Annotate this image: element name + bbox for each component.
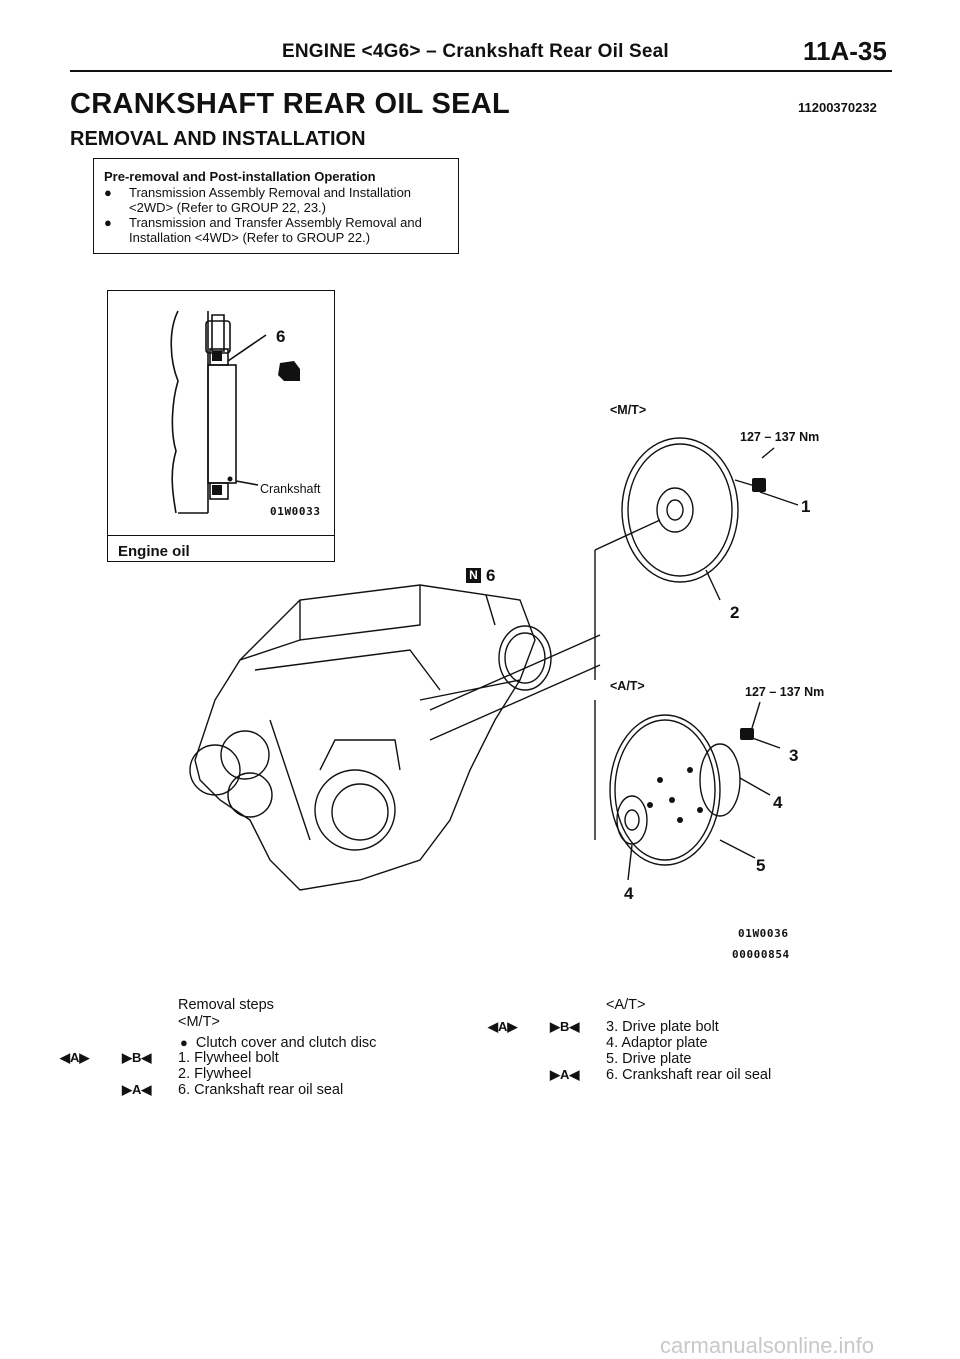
service-mark-B: ▶B◀ <box>550 1019 580 1034</box>
callout-5: 5 <box>756 856 766 875</box>
torque-at: 127 – 137 Nm <box>745 685 825 699</box>
header-rule <box>70 70 892 72</box>
step-drive-plate-bolt: 3. Drive plate bolt <box>606 1019 719 1035</box>
inset-figure-code: 01W0033 <box>270 505 321 518</box>
service-mark-B: ▶B◀ <box>122 1050 152 1065</box>
engine-oil-label: Engine oil <box>118 543 190 560</box>
step-rear-oil-seal-at: 6. Crankshaft rear oil seal <box>606 1067 772 1083</box>
bullet-icon: ● <box>180 1035 188 1050</box>
page-title: CRANKSHAFT REAR OIL SEAL <box>70 88 511 120</box>
callout-4-plate: 4 <box>624 884 634 903</box>
removal-bullet-item: ● Clutch cover and clutch disc <box>180 1035 377 1051</box>
document-code: 11200370232 <box>798 100 877 115</box>
callout-3: 3 <box>789 746 799 765</box>
crankshaft-label: Crankshaft <box>260 482 321 496</box>
mt-label: <M/T> <box>610 403 647 417</box>
pre-operation-title: Pre-removal and Post-installation Operat… <box>104 169 376 184</box>
service-mark-A: ◀A▶ <box>488 1019 518 1034</box>
callout-6: 6 <box>486 566 496 585</box>
inset-divider <box>108 535 334 536</box>
page-number: 11A-35 <box>803 36 887 66</box>
oil-seal-detail-drawing <box>170 310 300 514</box>
bullet-icon: ● <box>104 215 112 230</box>
oil-seal-detail-inset: 6 Crankshaft 01W0033 Engine oil <box>107 290 335 562</box>
figure-code-1: 01W0036 <box>738 927 789 940</box>
service-mark-A: ▶A◀ <box>550 1067 580 1082</box>
bullet-icon: ● <box>104 185 112 200</box>
inset-callout-6: 6 <box>276 327 286 346</box>
service-mark-A: ◀A▶ <box>60 1050 90 1065</box>
running-header: ENGINE <4G6> – Crankshaft Rear Oil Seal <box>282 41 669 62</box>
figure-code-2: 00000854 <box>732 948 790 961</box>
service-mark-A: ▶A◀ <box>122 1082 152 1097</box>
watermark-footer[interactable]: carmanualsonline.info <box>660 1333 875 1358</box>
callout-2: 2 <box>730 603 740 622</box>
step-drive-plate: 5. Drive plate <box>606 1051 692 1067</box>
step-adaptor-plate: 4. Adaptor plate <box>606 1035 708 1051</box>
torque-mt: 127 – 137 Nm <box>740 430 820 444</box>
section-subtitle: REMOVAL AND INSTALLATION <box>70 128 366 150</box>
step-flywheel: 2. Flywheel <box>178 1066 252 1082</box>
callout-4-adaptor: 4 <box>773 793 783 812</box>
step-flywheel-bolt: 1. Flywheel bolt <box>178 1050 279 1066</box>
at-label: <A/T> <box>610 679 645 693</box>
removal-at-label: <A/T> <box>606 997 646 1013</box>
callout-1: 1 <box>801 497 811 516</box>
pre-operation-box: Pre-removal and Post-installation Operat… <box>93 158 459 254</box>
step-rear-oil-seal-mt: 6. Crankshaft rear oil seal <box>178 1082 344 1098</box>
new-part-mark-icon: N <box>466 568 481 583</box>
removal-mt-label: <M/T> <box>178 1014 220 1030</box>
removal-steps-heading: Removal steps <box>178 997 274 1013</box>
